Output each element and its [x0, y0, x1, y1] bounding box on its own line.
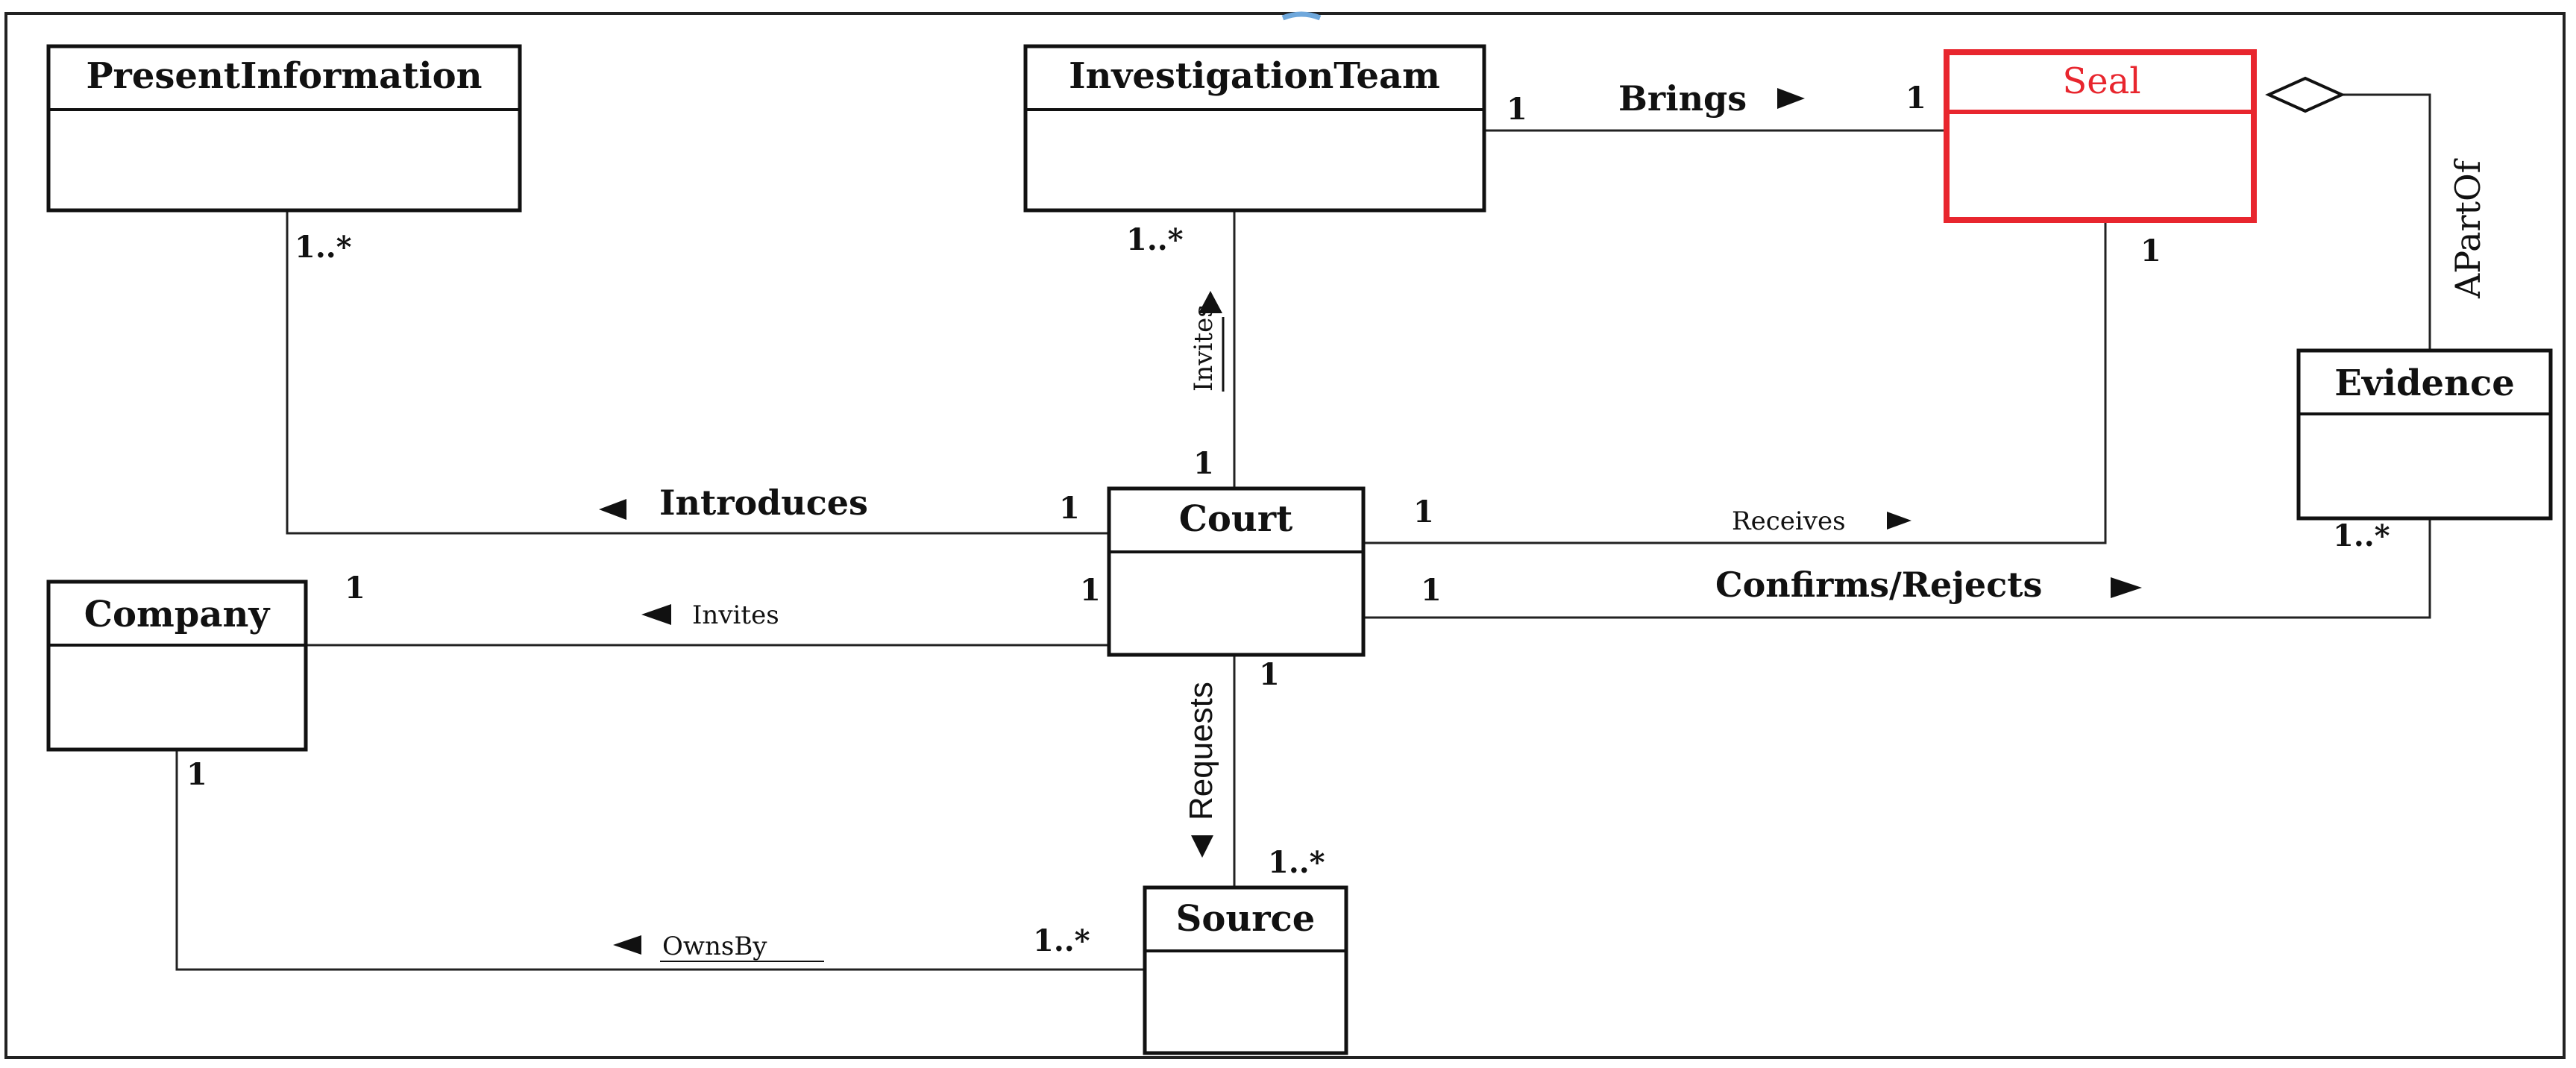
receives-line	[1363, 220, 2107, 544]
class-company[interactable]: Company	[46, 579, 308, 752]
top-mark-icon	[1281, 11, 1322, 21]
introduces-line	[286, 210, 1109, 535]
class-title: Source	[1176, 898, 1316, 940]
class-box	[1023, 44, 1486, 213]
multiplicity: 1	[1906, 81, 1926, 116]
class-evidence[interactable]: Evidence	[2296, 348, 2553, 521]
class-title: Seal	[2062, 60, 2140, 102]
multiplicity: 1..*	[1126, 222, 1184, 257]
class-box	[46, 579, 308, 752]
class-title: PresentInformation	[86, 55, 482, 97]
arrow-left-icon	[641, 604, 671, 625]
class-box	[1944, 49, 2257, 223]
multiplicity: 1	[1059, 491, 1080, 526]
multiplicity: 1	[186, 757, 207, 792]
class-title: Company	[84, 594, 271, 635]
confirms-rejects-label: Confirms/Rejects	[1715, 565, 2042, 605]
arrow-right-icon	[1777, 88, 1805, 109]
class-box	[2296, 348, 2553, 521]
class-source[interactable]: Source	[1143, 885, 1348, 1055]
multiplicity: 1..*	[2333, 518, 2390, 553]
brings-label: Brings	[1618, 78, 1747, 119]
class-box	[46, 44, 522, 213]
introduces-label: Introduces	[659, 483, 868, 523]
arrow-down-icon	[1191, 835, 1213, 858]
class-title: Evidence	[2334, 362, 2514, 404]
class-box	[1107, 486, 1366, 657]
multiplicity: 1	[1507, 92, 1527, 127]
multiplicity: 1..*	[1033, 923, 1090, 958]
receives-label: Receives	[1732, 506, 1846, 536]
class-seal[interactable]: Seal	[1944, 49, 2257, 223]
class-box	[1143, 885, 1348, 1055]
apartof-line	[2342, 93, 2431, 351]
class-title: InvestigationTeam	[1069, 55, 1440, 97]
class-title: Court	[1179, 498, 1293, 540]
ownsby-line	[175, 750, 1145, 971]
multiplicity: 1..*	[1268, 845, 1325, 880]
association-lines	[175, 76, 2431, 971]
invites-company-label: Invites	[692, 600, 779, 630]
class-court[interactable]: Court	[1107, 486, 1366, 657]
arrow-right-icon	[2111, 577, 2142, 598]
association-labels: Brings Introduces Receives Confirms/Reje…	[599, 78, 2488, 962]
diagram-frame	[4, 12, 2566, 1059]
multiplicity: 1	[345, 571, 365, 606]
multiplicities: 1..* 1..* 1 1 1 1..* 1 1 1 1 1 1 1 1 1..…	[186, 81, 2390, 958]
confirms-rejects-line	[1363, 518, 2431, 619]
class-present-information[interactable]: PresentInformation	[46, 44, 522, 213]
multiplicity: 1	[1080, 573, 1101, 608]
requests-label: Requests	[1183, 682, 1219, 820]
multiplicity: 1	[1421, 573, 1442, 608]
multiplicity: 1	[1259, 657, 1280, 692]
arrow-right-icon	[1887, 512, 1911, 530]
class-investigation-team[interactable]: InvestigationTeam	[1023, 44, 1486, 213]
apartof-label: APartOf	[2448, 158, 2488, 299]
multiplicity: 1	[1413, 494, 1434, 530]
invites-team-label: Invites	[1189, 304, 1219, 392]
arrow-left-icon	[599, 499, 626, 520]
aggregation-diamond-icon	[2265, 76, 2346, 113]
multiplicity: 1..*	[295, 230, 352, 265]
arrow-left-icon	[613, 935, 641, 955]
ownsby-label: OwnsBy	[662, 932, 767, 961]
multiplicity: 1	[1193, 446, 1214, 481]
multiplicity: 1	[2140, 233, 2161, 268]
arrow-up-icon	[1199, 291, 1222, 313]
